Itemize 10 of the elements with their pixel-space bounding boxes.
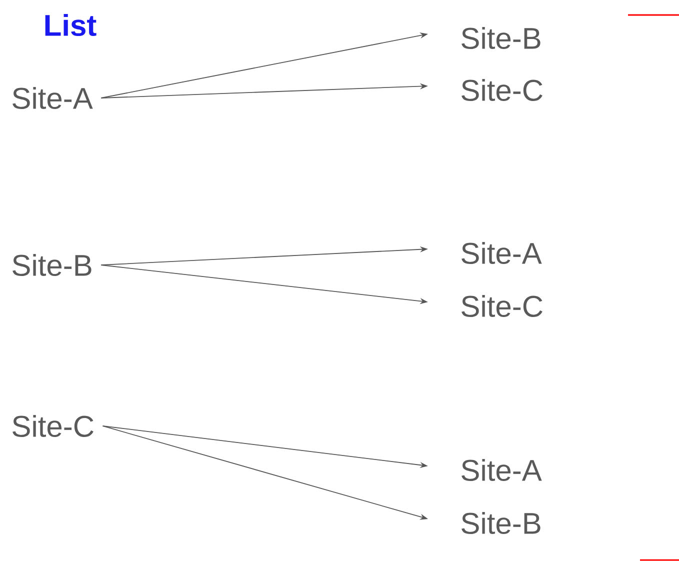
site-label: Site-A	[12, 86, 93, 110]
site-label: Site-A	[462, 242, 542, 264]
site-label: Site-B	[462, 512, 540, 534]
site-label: Site-C	[462, 78, 542, 102]
title: List	[45, 14, 96, 36]
site-label: Site-B	[12, 254, 92, 276]
site-label: Site-C	[12, 414, 94, 438]
site-label: Site-A	[462, 458, 542, 482]
site-label: Site-B	[462, 26, 540, 50]
site-label: Site-C	[462, 294, 542, 318]
